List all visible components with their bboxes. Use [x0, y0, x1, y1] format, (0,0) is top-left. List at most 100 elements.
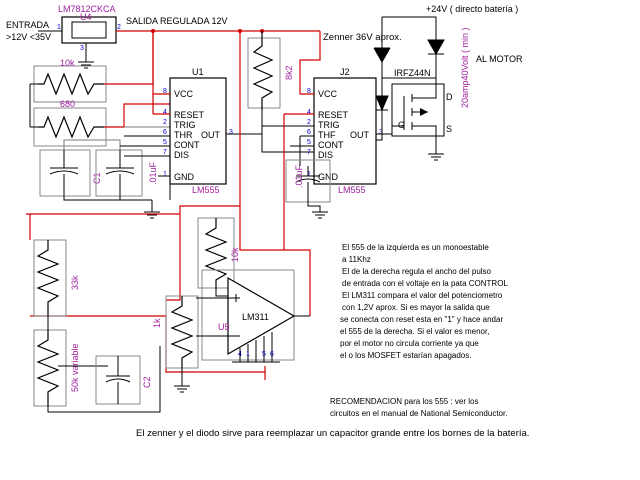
resistor-10k-bottom-label: 10k — [230, 247, 240, 262]
capacitor-01uf-left-label: .01uF — [148, 161, 158, 185]
j2-pin-trig: TRIG — [318, 120, 340, 130]
svg-text:7: 7 — [163, 149, 167, 156]
explanation-notes: El 555 de la izquierda es un monoestable… — [136, 243, 529, 439]
note-line-3: de entrada con el voltaje en la pata CON… — [342, 279, 508, 288]
note-line-7: el 555 de la derecha. Si el valor es men… — [340, 327, 489, 336]
capacitor-c2-label: C2 — [142, 376, 152, 388]
u1-pin-reset: RESET — [174, 110, 205, 120]
svg-text:7: 7 — [307, 149, 311, 156]
resistor-10k-bottom — [204, 218, 228, 290]
resistor-680 — [38, 115, 104, 139]
footer-note: El zenner y el diodo sirve para reemplaz… — [136, 428, 529, 439]
svg-text:4: 4 — [307, 109, 311, 116]
regulator-ref: U4 — [80, 12, 92, 22]
u1-ref: U1 — [192, 67, 204, 77]
potentiometer-50k-label: 50k variable — [70, 343, 80, 392]
comparator-u5-lm311: LM311 U5 4 1 5 6 — [201, 269, 296, 362]
j2-pin-reset: RESET — [318, 110, 349, 120]
resistor-33k-label: 33k — [70, 275, 80, 290]
svg-text:8: 8 — [307, 88, 311, 95]
mosfet-rating: 20amp40Volt ( min ) — [460, 27, 470, 108]
ic-j2-lm555: J2 LM555 VCC RESET TRIG THF OUT CONT DIS… — [307, 67, 383, 195]
svg-text:1: 1 — [307, 171, 311, 178]
mosfet-pin-d: D — [446, 92, 453, 102]
u5-part: LM311 — [242, 312, 269, 322]
mosfet-label: IRFZ44N — [394, 68, 431, 78]
svg-text:5: 5 — [163, 139, 167, 146]
note-line-6: se conecta con reset esta en "1" y hace … — [340, 315, 503, 324]
svg-text:2: 2 — [307, 119, 311, 126]
motor-diode — [427, 39, 445, 56]
resistor-1k-label: 1k — [152, 318, 162, 328]
u1-pin-gnd: GND — [174, 172, 195, 182]
svg-text:5: 5 — [307, 139, 311, 146]
note-line-2: El de la derecha regula el ancho del pul… — [342, 267, 492, 276]
zener-label: Zenner 36V aprox. — [323, 32, 402, 43]
j2-pin-dis: DIS — [318, 150, 333, 160]
regulator-body — [61, 16, 117, 44]
j2-pin-thf: THF — [318, 130, 336, 140]
recommendation-line-2: circuitos en el manual de National Semic… — [330, 409, 507, 418]
u5-ref: U5 — [218, 322, 230, 332]
resistor-10k — [38, 72, 104, 96]
svg-text:6: 6 — [270, 351, 274, 358]
note-line-0: El 555 de la izquierda es un monoestable — [342, 243, 489, 252]
resistor-1k — [170, 296, 194, 368]
j2-ref: J2 — [340, 67, 350, 77]
resistor-33k — [36, 240, 60, 316]
svg-text:1: 1 — [163, 171, 167, 178]
input-label-2: >12V <35V — [6, 32, 51, 42]
u1-pin-out: OUT — [201, 130, 221, 140]
mosfet-pin-g: G — [398, 120, 405, 130]
resistor-680-label: 680 — [60, 99, 75, 109]
note-line-8: por el motor no circula corriente ya que — [340, 339, 479, 348]
supply-label: +24V ( directo batería ) — [426, 4, 518, 14]
note-line-9: el o los MOSFET estarían apagados. — [340, 351, 471, 360]
svg-text:1: 1 — [246, 351, 250, 358]
svg-text:3: 3 — [379, 129, 383, 136]
input-label-1: ENTRADA — [6, 20, 49, 30]
j2-pin-gnd: GND — [318, 172, 339, 182]
note-line-1: a 11Khz — [342, 255, 371, 264]
note-line-5: con 1,2V aprox. Si es mayor la salida qu… — [342, 303, 490, 312]
resistor-10k-label: 10k — [60, 58, 75, 68]
motor-label: AL MOTOR — [476, 54, 523, 64]
svg-text:6: 6 — [307, 129, 311, 136]
capacitor-c1-label: C1 — [92, 172, 102, 184]
j2-part: LM555 — [338, 185, 366, 195]
regulator-part: LM7812CKCA — [58, 4, 116, 14]
regulator-u4: LM7812CKCA U4 1 2 3 ENTRADA >12V <35V SA… — [6, 4, 228, 52]
svg-text:8: 8 — [163, 88, 167, 95]
note-line-4: El LM311 compara el valor del potenciome… — [342, 291, 503, 300]
ic-u1-lm555: U1 LM555 VCC RESET TRIG THR OUT CONT DIS… — [163, 67, 233, 195]
svg-text:3: 3 — [229, 129, 233, 136]
regulator-pin2: 2 — [117, 24, 121, 31]
svg-text:6: 6 — [163, 129, 167, 136]
mosfet-irfz44n: D G S — [391, 83, 453, 150]
potentiometer-50k — [36, 330, 60, 406]
j2-pin-vcc: VCC — [318, 89, 338, 99]
recommendation-line-1: RECOMENDACION para los 555 : ver los — [330, 397, 479, 406]
j2-pin-out: OUT — [350, 130, 370, 140]
regulator-pin3: 3 — [80, 45, 84, 52]
u1-pin-vcc: VCC — [174, 89, 194, 99]
u1-part: LM555 — [192, 185, 220, 195]
capacitor-c2 — [105, 356, 131, 404]
mosfet-pin-s: S — [446, 124, 452, 134]
svg-text:4: 4 — [163, 109, 167, 116]
resistor-8k2-label: 8k2 — [284, 65, 294, 80]
u1-pin-trig: TRIG — [174, 120, 196, 130]
svg-text:4: 4 — [238, 351, 242, 358]
svg-text:5: 5 — [262, 351, 266, 358]
u1-pin-cont: CONT — [174, 140, 200, 150]
regulator-pin1: 1 — [57, 24, 61, 31]
j2-pin-cont: CONT — [318, 140, 344, 150]
capacitor-01uf-right-label: .01uF — [294, 164, 304, 188]
svg-text:2: 2 — [163, 119, 167, 126]
resistor-8k2 — [252, 31, 274, 110]
u1-pin-thr: THR — [174, 130, 193, 140]
output-label: SALIDA REGULADA 12V — [126, 16, 228, 26]
capacitor-01uf-left — [105, 150, 135, 196]
capacitor-c1 — [49, 150, 79, 196]
